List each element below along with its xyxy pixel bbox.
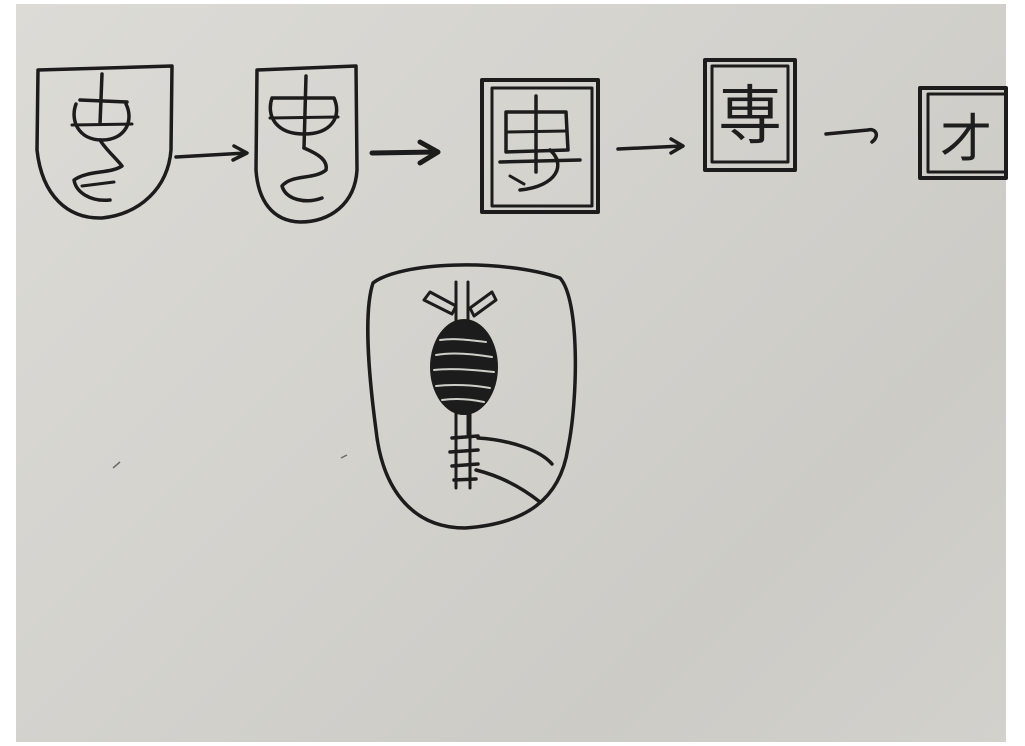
stage-4-frame-inner [710, 64, 790, 164]
stage-3-character [498, 94, 582, 192]
stage-5-glyph: 才 [940, 110, 992, 170]
stage-3-frame-inner [490, 86, 594, 208]
spindle-pictograph [366, 263, 578, 530]
spindle-wound-thread [430, 319, 498, 415]
stage-1-early-form [35, 64, 174, 220]
paper-mark [340, 454, 348, 459]
hand-arm [474, 436, 554, 504]
stage-4-glyph: 専 [718, 80, 782, 154]
stage-4-frame-outer [703, 58, 797, 172]
stage-5-form: 才 [918, 86, 1008, 180]
arrow-1 [174, 144, 249, 162]
stage-1-frame [35, 64, 174, 220]
stage-4-form: 専 [703, 58, 797, 172]
spindle-prong-left [422, 290, 458, 316]
stage-2-frame [254, 64, 359, 224]
arrow-3 [616, 137, 685, 155]
stage-2-character [268, 74, 340, 203]
stage-5-frame-inner [926, 92, 1008, 174]
paper-mark [112, 461, 121, 469]
arrow-4 [824, 127, 879, 144]
hand-fingers [448, 434, 480, 482]
arrow-2 [369, 139, 441, 166]
spindle-thread-highlights [433, 338, 495, 403]
stage-2-form [254, 64, 359, 224]
stage-1-character [70, 72, 134, 202]
paper-sheet [16, 4, 1006, 742]
stage-3-form [480, 78, 600, 214]
pictograph-frame [366, 263, 578, 530]
spindle-prong-right [468, 290, 498, 318]
stage-3-frame-outer [480, 78, 600, 214]
